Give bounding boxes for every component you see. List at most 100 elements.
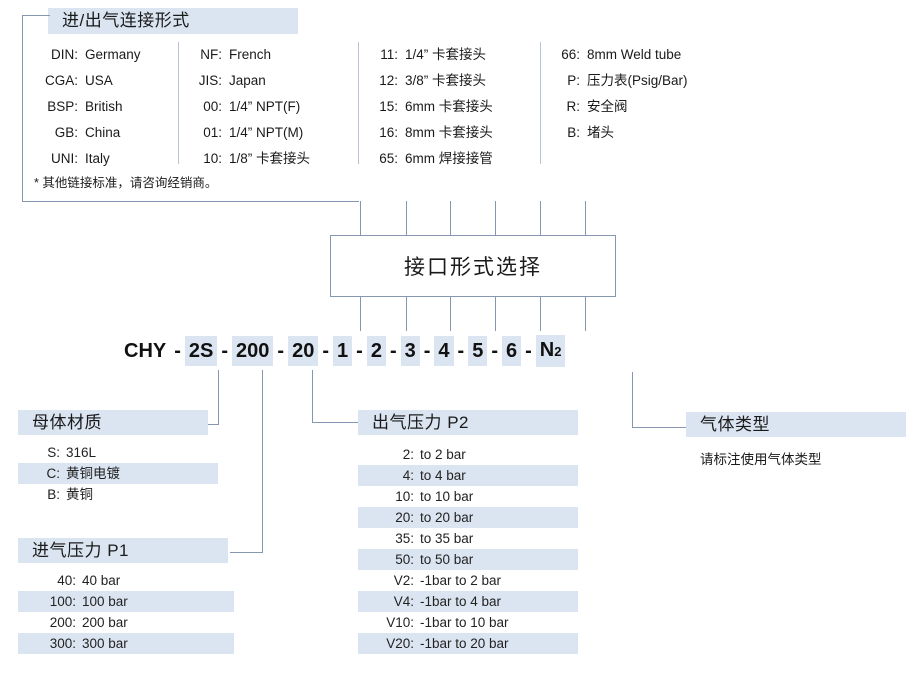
list-item-key: 35:	[395, 531, 414, 546]
legend-item: NF:French	[190, 42, 310, 68]
list-item: 300: 300 bar	[18, 633, 234, 654]
legend-item: DIN:Germany	[32, 42, 141, 68]
connector-up-5	[540, 201, 541, 236]
code-segment-outlet-pressure: 20	[288, 336, 319, 366]
code-separator: -	[423, 340, 431, 362]
list-item-value: 40 bar	[82, 573, 121, 588]
list-item-key: 10:	[395, 489, 414, 504]
list-item-key: V10:	[386, 615, 414, 630]
legend-item-key: 15:	[379, 99, 398, 114]
code-separator: -	[174, 340, 181, 362]
code-separator: -	[525, 340, 532, 362]
connector-gas-v	[632, 372, 633, 427]
list-item: V4: -1bar to 4 bar	[358, 591, 578, 612]
code-segment-port-5: 5	[468, 336, 488, 366]
list-item: V20:-1bar to 20 bar	[358, 633, 578, 654]
legend-item: 12:3/8” 卡套接头	[372, 68, 493, 94]
connector-up-4	[495, 201, 496, 236]
legend-item-value: 压力表(Psig/Bar)	[587, 73, 688, 88]
legend-item-value: USA	[85, 73, 113, 88]
list-item-key: V4:	[393, 594, 414, 609]
connector-up-6	[585, 201, 586, 236]
connector-down-5	[540, 297, 541, 331]
legend-column-ferrule-fittings: 11: 1/4” 卡套接头 12:3/8” 卡套接头 15:6mm 卡套接头 16…	[372, 42, 493, 172]
legend-item: CGA:USA	[32, 68, 141, 94]
code-separator: -	[322, 340, 330, 362]
list-item: 200: 200 bar	[18, 612, 234, 633]
list-item-value: to 50 bar	[420, 552, 474, 567]
legend-footnote: * 其他链接标准，请咨询经销商。	[34, 176, 218, 190]
legend-item-value: Japan	[229, 73, 266, 88]
legend-item: 15:6mm 卡套接头	[372, 94, 493, 120]
list-item-key: 4:	[402, 468, 414, 483]
list-item: C:黄铜电镀	[18, 463, 218, 484]
legend-column-accessories: 66:8mm Weld tube P:压力表(Psig/Bar) R:安全阀 B…	[556, 42, 688, 146]
legend-item: 00:1/4” NPT(F)	[190, 94, 310, 120]
legend-item: UNI:Italy	[32, 146, 141, 172]
list-item: 2:to 2 bar	[358, 444, 578, 465]
code-separator: -	[221, 340, 229, 362]
legend-item: 10:1/8” 卡套接头	[190, 146, 310, 172]
legend-item-value: 安全阀	[587, 99, 628, 114]
list-item: 100:100 bar	[18, 591, 234, 612]
list-item-value: to 20 bar	[420, 510, 474, 525]
legend-item-key: NF:	[200, 47, 222, 62]
list-item-key: 300:	[49, 636, 76, 651]
legend-item-value: 3/8” 卡套接头	[405, 73, 487, 88]
legend-divider	[358, 42, 359, 164]
part-number-code: CHY - 2S - 200 - 20 - 1 - 2 - 3 - 4 - 5 …	[120, 334, 566, 368]
list-item: B:黄铜	[18, 484, 218, 505]
connector-down-1	[360, 297, 361, 331]
section-title-inlet-pressure: 进气压力 P1	[18, 538, 228, 563]
connector-p2-v	[312, 370, 313, 422]
legend-item: 01:1/4” NPT(M)	[190, 120, 310, 146]
legend-item-key: JIS:	[198, 73, 222, 88]
legend-item: 65:6mm 焊接接管	[372, 146, 493, 172]
list-item: 35:to 35 bar	[358, 528, 578, 549]
legend-item-key: 10:	[203, 151, 222, 166]
legend-item-key: UNI:	[51, 151, 78, 166]
code-separator: -	[277, 340, 285, 362]
list-item: 20: to 20 bar	[358, 507, 578, 528]
code-segment-prefix: CHY	[124, 340, 167, 362]
legend-item: JIS: Japan	[190, 68, 310, 94]
section-title-gas-type: 气体类型	[686, 412, 906, 437]
list-item-key: 50:	[395, 552, 414, 567]
list-item-key: V2:	[393, 573, 414, 588]
legend-title: 进/出气连接形式	[48, 8, 298, 34]
list-item-key: B:	[47, 487, 60, 502]
section-list-material: S:316L C:黄铜电镀 B:黄铜	[18, 442, 218, 505]
legend-item: 11: 1/4” 卡套接头	[372, 42, 493, 68]
list-item-key: 20:	[395, 510, 414, 525]
legend-item: 16:8mm 卡套接头	[372, 120, 493, 146]
code-segment-port-4: 4	[434, 336, 454, 366]
legend-bracket-left	[22, 15, 23, 202]
connector-gas-h	[632, 427, 687, 428]
legend-item-key: 11:	[380, 47, 398, 62]
legend-item-key: R:	[566, 99, 581, 114]
list-item-value: -1bar to 4 bar	[420, 594, 502, 609]
legend-item-key: BSP:	[47, 99, 78, 114]
connector-p2-h	[312, 422, 359, 423]
section-title-material: 母体材质	[18, 410, 208, 435]
list-item-value: 300 bar	[82, 636, 128, 651]
legend-column-connection-standards: DIN:Germany CGA:USA BSP:British GB:China…	[32, 42, 141, 172]
section-list-outlet-pressure: 2:to 2 bar 4:to 4 bar 10:to 10 bar 20:to…	[358, 444, 578, 654]
list-item: 50: to 50 bar	[358, 549, 578, 570]
list-item-value: 200 bar	[82, 615, 128, 630]
list-item-key: V20:	[386, 636, 414, 651]
connector-p1-h	[230, 552, 263, 553]
connector-up-3	[450, 201, 451, 236]
legend-item-key: 00:	[203, 99, 222, 114]
connector-down-2	[406, 297, 407, 331]
legend-item-key: 65:	[379, 151, 398, 166]
connector-material-v	[218, 370, 219, 424]
list-item-key: 200:	[49, 615, 76, 630]
legend-item-key: B:	[567, 125, 580, 140]
code-separator: -	[491, 340, 498, 362]
list-item: 4: to 4 bar	[358, 465, 578, 486]
legend-item-value: 1/4” 卡套接头	[405, 47, 487, 62]
list-item-value: to 4 bar	[420, 468, 466, 483]
legend-item-key: 66:	[561, 47, 580, 62]
legend-item-key: GB:	[54, 125, 78, 140]
